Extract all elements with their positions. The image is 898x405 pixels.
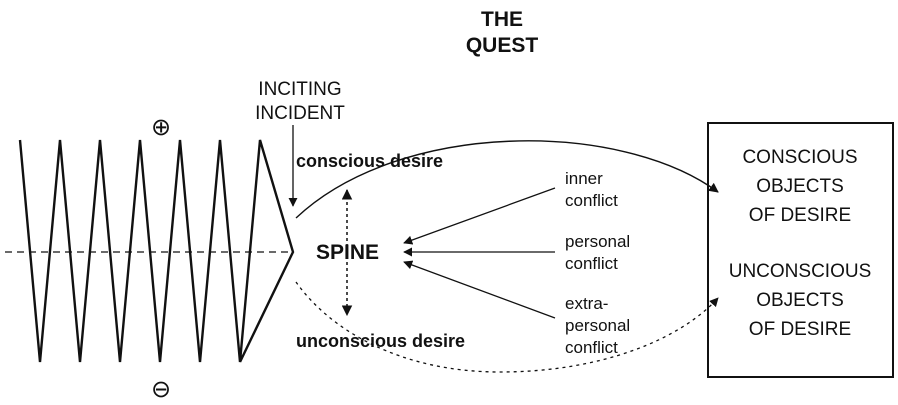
- conscious-objects-line-3: OF DESIRE: [749, 205, 851, 226]
- spine-label: SPINE: [316, 241, 379, 264]
- unconscious-desire-curve: [295, 281, 719, 373]
- inner-conflict-label-2: conflict: [565, 191, 618, 210]
- inciting-incident-line-1: INCITING: [258, 79, 341, 100]
- extra-personal-conflict-label-2: personal: [565, 316, 630, 335]
- objects-of-desire-box: [707, 122, 894, 378]
- personal-conflict-label-2: conflict: [565, 254, 618, 273]
- unconscious-objects-line-2: OBJECTS: [756, 290, 844, 311]
- inner-conflict-arrow: [403, 187, 556, 245]
- extra-personal-conflict-label-3: conflict: [565, 338, 618, 357]
- unconscious-objects-line-3: OF DESIRE: [749, 319, 851, 340]
- unconscious-objects-line-1: UNCONSCIOUS: [729, 261, 872, 282]
- inciting-incident-line-2: INCIDENT: [255, 103, 345, 124]
- title-line-2: QUEST: [466, 34, 539, 57]
- unconscious-desire-label: unconscious desire: [296, 331, 465, 351]
- conscious-desire-label: conscious desire: [296, 151, 443, 171]
- title-line-1: THE: [481, 8, 523, 31]
- inner-conflict-label-1: inner: [565, 169, 603, 188]
- zigzag-line: [18, 139, 295, 363]
- conscious-objects-line-1: CONSCIOUS: [742, 147, 857, 168]
- extra-personal-conflict-arrow: [403, 260, 556, 319]
- conscious-objects-line-2: OBJECTS: [756, 176, 844, 197]
- plus-symbol-icon: ⊕: [151, 114, 171, 141]
- extra-personal-conflict-label-1: extra-: [565, 294, 608, 313]
- conscious-desire-curve: [295, 140, 719, 219]
- personal-conflict-label-1: personal: [565, 232, 630, 251]
- minus-symbol-icon: ⊖: [151, 376, 171, 403]
